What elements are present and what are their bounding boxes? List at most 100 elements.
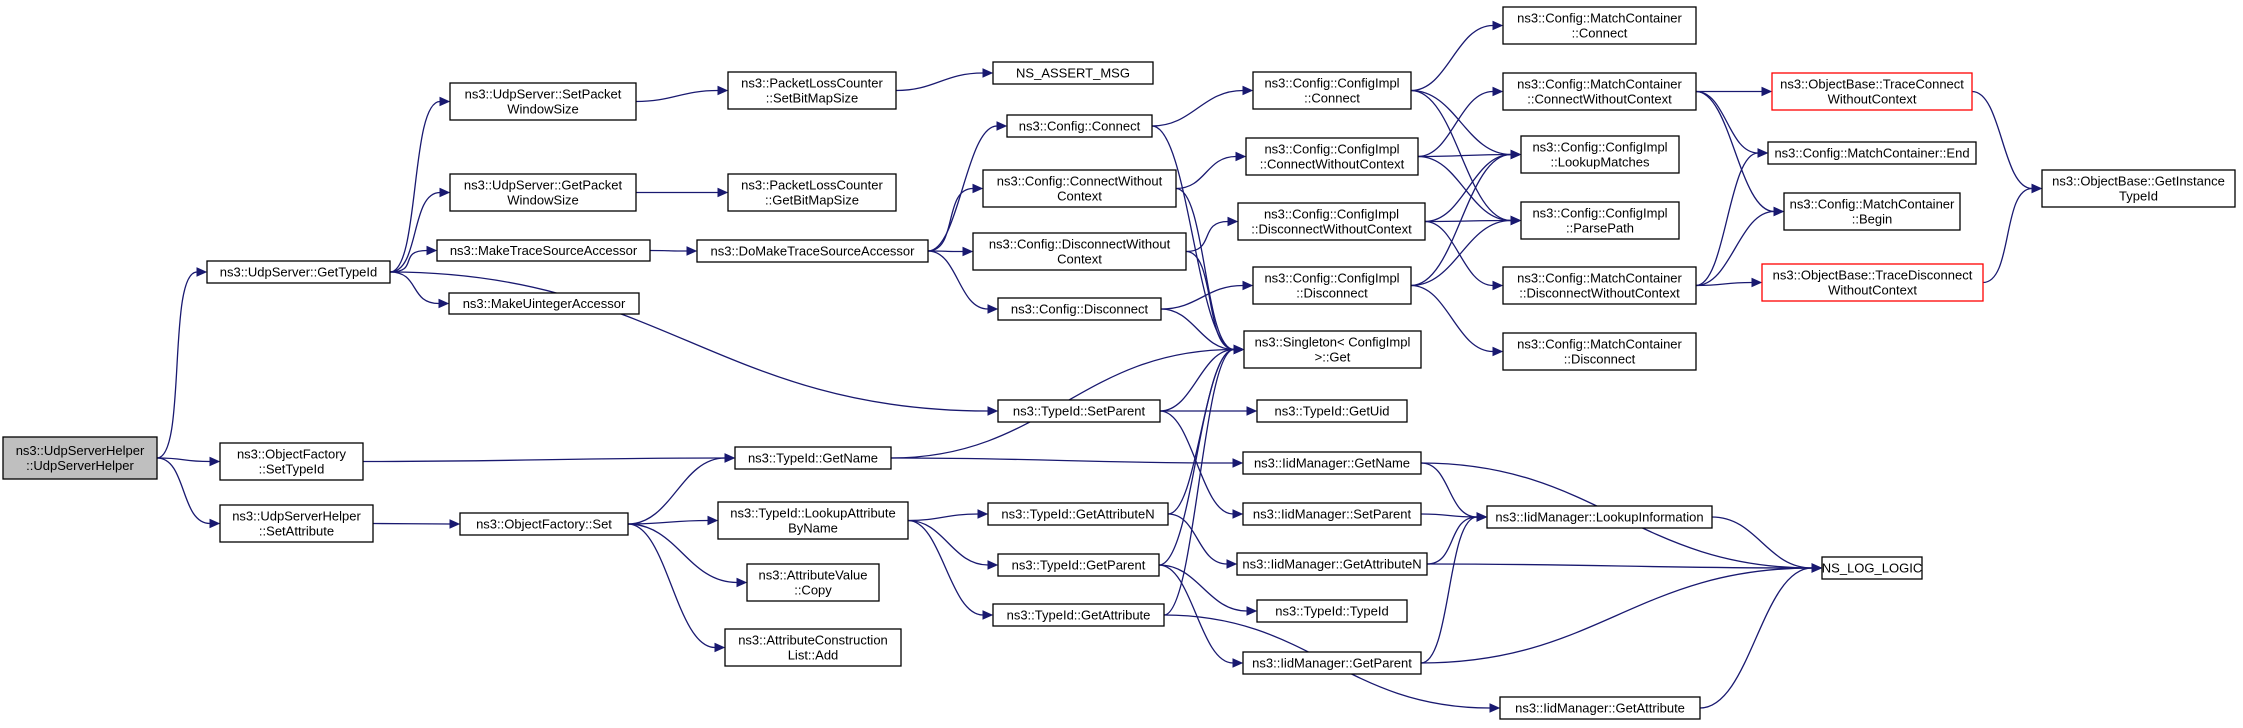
node-label: ns3::UdpServerHelper bbox=[16, 443, 145, 458]
node-ciDisconnect[interactable]: ns3::Config::ConfigImpl::Disconnect bbox=[1252, 266, 1412, 305]
node-tidGetUid[interactable]: ns3::TypeId::GetUid bbox=[1256, 399, 1408, 423]
edge-root-to-getTypeId bbox=[156, 267, 208, 459]
node-cfgConnectWC[interactable]: ns3::Config::ConnectWithoutContext bbox=[982, 169, 1177, 208]
node-makeTSA[interactable]: ns3::MakeTraceSourceAccessor bbox=[436, 239, 651, 262]
node-iidGetAttrN[interactable]: ns3::IidManager::GetAttributeN bbox=[1236, 552, 1428, 576]
edge-line bbox=[1711, 516, 1813, 569]
node-ofSet[interactable]: ns3::ObjectFactory::Set bbox=[459, 512, 629, 536]
node-ushSetAttr[interactable]: ns3::UdpServerHelper::SetAttribute bbox=[219, 504, 374, 543]
edge-tidGetParent-to-iidGetParent bbox=[1158, 564, 1244, 668]
node-tidSetParent[interactable]: ns3::TypeId::SetParent bbox=[997, 399, 1161, 423]
node-label: ::Connect bbox=[1304, 91, 1360, 106]
node-label: WindowSize bbox=[507, 102, 579, 117]
node-box bbox=[2041, 169, 2236, 208]
node-box bbox=[1502, 332, 1697, 371]
node-getTypeId[interactable]: ns3::UdpServer::GetTypeId bbox=[206, 260, 391, 284]
node-ciDisconnectWC[interactable]: ns3::Config::ConfigImpl::DisconnectWitho… bbox=[1237, 202, 1426, 241]
node-nsAssert[interactable]: NS_ASSERT_MSG bbox=[992, 61, 1154, 85]
edge-line bbox=[389, 100, 441, 273]
node-mcConnect[interactable]: ns3::Config::MatchContainer::Connect bbox=[1502, 6, 1697, 45]
node-avCopy[interactable]: ns3::AttributeValue::Copy bbox=[746, 563, 880, 602]
edge-line bbox=[1151, 125, 1235, 351]
edge-ofSet-to-aclAdd bbox=[627, 523, 726, 653]
node-tidGetParent[interactable]: ns3::TypeId::GetParent bbox=[997, 553, 1160, 577]
node-ciLookupMatches[interactable]: ns3::Config::ConfigImpl::LookupMatches bbox=[1520, 135, 1680, 174]
edge-arrowhead bbox=[686, 246, 698, 256]
node-iidLookupInfo[interactable]: ns3::IidManager::LookupInformation bbox=[1486, 505, 1713, 529]
node-doMakeTSA[interactable]: ns3::DoMakeTraceSourceAccessor bbox=[696, 239, 929, 263]
edge-mcDisconnectWC-to-obTraceDisconnectWC bbox=[1695, 277, 1763, 288]
node-plcGet[interactable]: ns3::PacketLossCounter::GetBitMapSize bbox=[727, 173, 897, 212]
node-singleton[interactable]: ns3::Singleton< ConfigImpl >::Get bbox=[1243, 330, 1422, 369]
node-box bbox=[1242, 451, 1422, 475]
edge-arrowhead bbox=[2031, 183, 2043, 194]
edge-doMakeTSA-to-cfgDisconnect bbox=[927, 250, 999, 314]
edge-line bbox=[907, 519, 984, 616]
node-tidGetName[interactable]: ns3::TypeId::GetName bbox=[734, 446, 892, 470]
node-label: ::DisconnectWithoutContext bbox=[1251, 222, 1412, 237]
edge-arrowhead bbox=[987, 560, 999, 570]
node-box bbox=[1783, 192, 1961, 231]
edge-root-to-ushSetAttr bbox=[156, 457, 221, 529]
node-ofSetTypeId[interactable]: ns3::ObjectFactory::SetTypeId bbox=[219, 442, 364, 481]
node-ciConnect[interactable]: ns3::Config::ConfigImpl::Connect bbox=[1252, 71, 1412, 110]
node-iidGetName[interactable]: ns3::IidManager::GetName bbox=[1242, 451, 1422, 475]
node-mcDisconnect[interactable]: ns3::Config::MatchContainer::Disconnect bbox=[1502, 332, 1697, 371]
node-tidTypeId[interactable]: ns3::TypeId::TypeId bbox=[1256, 599, 1408, 623]
edge-ofSet-to-tidGetName bbox=[627, 453, 736, 525]
edge-arrowhead bbox=[1232, 458, 1244, 468]
edge-line bbox=[1410, 153, 1512, 287]
node-label: ns3::Config::ConnectWithout bbox=[997, 174, 1163, 189]
node-iidSetParent[interactable]: ns3::IidManager::SetParent bbox=[1242, 502, 1422, 526]
node-plcSet[interactable]: ns3::PacketLossCounter::SetBitMapSize bbox=[727, 71, 897, 110]
node-box bbox=[1502, 72, 1697, 111]
edge-arrowhead bbox=[209, 456, 221, 467]
node-tidGetAttrN[interactable]: ns3::TypeId::GetAttributeN bbox=[987, 502, 1169, 526]
node-makeUIA[interactable]: ns3::MakeUintegerAccessor bbox=[448, 292, 640, 315]
edge-arrowhead bbox=[707, 515, 719, 526]
node-obTraceConnectWC[interactable]: ns3::ObjectBase::TraceConnectWithoutCont… bbox=[1771, 72, 1973, 111]
edge-mcConnectWC-to-obTraceConnectWC bbox=[1696, 86, 1773, 97]
edge-getPktWin-to-plcGet bbox=[636, 187, 729, 198]
node-ciParsePath[interactable]: ns3::Config::ConfigImpl::ParsePath bbox=[1520, 201, 1680, 240]
edge-doMakeTSA-to-cfgConnect bbox=[927, 121, 1008, 252]
edge-doMakeTSA-to-cfgConnectWC bbox=[927, 183, 984, 252]
node-tidGetAttr[interactable]: ns3::TypeId::GetAttribute bbox=[992, 603, 1165, 627]
node-cfgDisconnect[interactable]: ns3::Config::Disconnect bbox=[997, 297, 1162, 321]
node-mcEnd[interactable]: ns3::Config::MatchContainer::End bbox=[1767, 141, 1977, 165]
node-box bbox=[734, 446, 892, 470]
node-label: ns3::Config::MatchContainer bbox=[1517, 11, 1682, 26]
node-cfgDisconnectWC[interactable]: ns3::Config::DisconnectWithoutContext bbox=[972, 232, 1187, 271]
node-mcBegin[interactable]: ns3::Config::MatchContainer::Begin bbox=[1783, 192, 1961, 231]
edge-line bbox=[627, 457, 726, 525]
node-mcConnectWC[interactable]: ns3::Config::MatchContainer::ConnectWith… bbox=[1502, 72, 1697, 111]
node-mcDisconnectWC[interactable]: ns3::Config::MatchContainer::DisconnectW… bbox=[1502, 266, 1697, 305]
node-iidGetParent[interactable]: ns3::IidManager::GetParent bbox=[1242, 651, 1422, 675]
edge-cfgDisconnectWC-to-ciDisconnectWC bbox=[1185, 216, 1239, 253]
node-iidGetAttr[interactable]: ns3::IidManager::GetAttribute bbox=[1499, 696, 1701, 720]
node-box bbox=[1245, 137, 1419, 176]
edge-arrowhead bbox=[982, 68, 994, 78]
edge-arrowhead bbox=[1811, 563, 1823, 573]
node-label: ns3::Config::Disconnect bbox=[1011, 302, 1149, 317]
node-box bbox=[727, 71, 897, 110]
node-ciConnectWC[interactable]: ns3::Config::ConfigImpl::ConnectWithoutC… bbox=[1245, 137, 1419, 176]
edge-line bbox=[890, 457, 1234, 464]
node-nsLogLogic[interactable]: NS_LOG_LOGIC bbox=[1821, 556, 1923, 580]
node-box bbox=[206, 260, 391, 284]
edge-line bbox=[927, 125, 998, 252]
node-label: ns3::Config::MatchContainer bbox=[1517, 271, 1682, 286]
node-root[interactable]: ns3::UdpServerHelper::UdpServerHelper bbox=[2, 436, 158, 480]
node-label: Context bbox=[1057, 189, 1102, 204]
node-obTraceDisconnectWC[interactable]: ns3::ObjectBase::TraceDisconnectWithoutC… bbox=[1761, 263, 1984, 302]
node-label: ns3::PacketLossCounter bbox=[741, 76, 883, 91]
node-box bbox=[1006, 114, 1153, 138]
edge-arrowhead bbox=[1492, 280, 1504, 291]
edge-line bbox=[1426, 516, 1478, 565]
node-cfgConnect[interactable]: ns3::Config::Connect bbox=[1006, 114, 1153, 138]
